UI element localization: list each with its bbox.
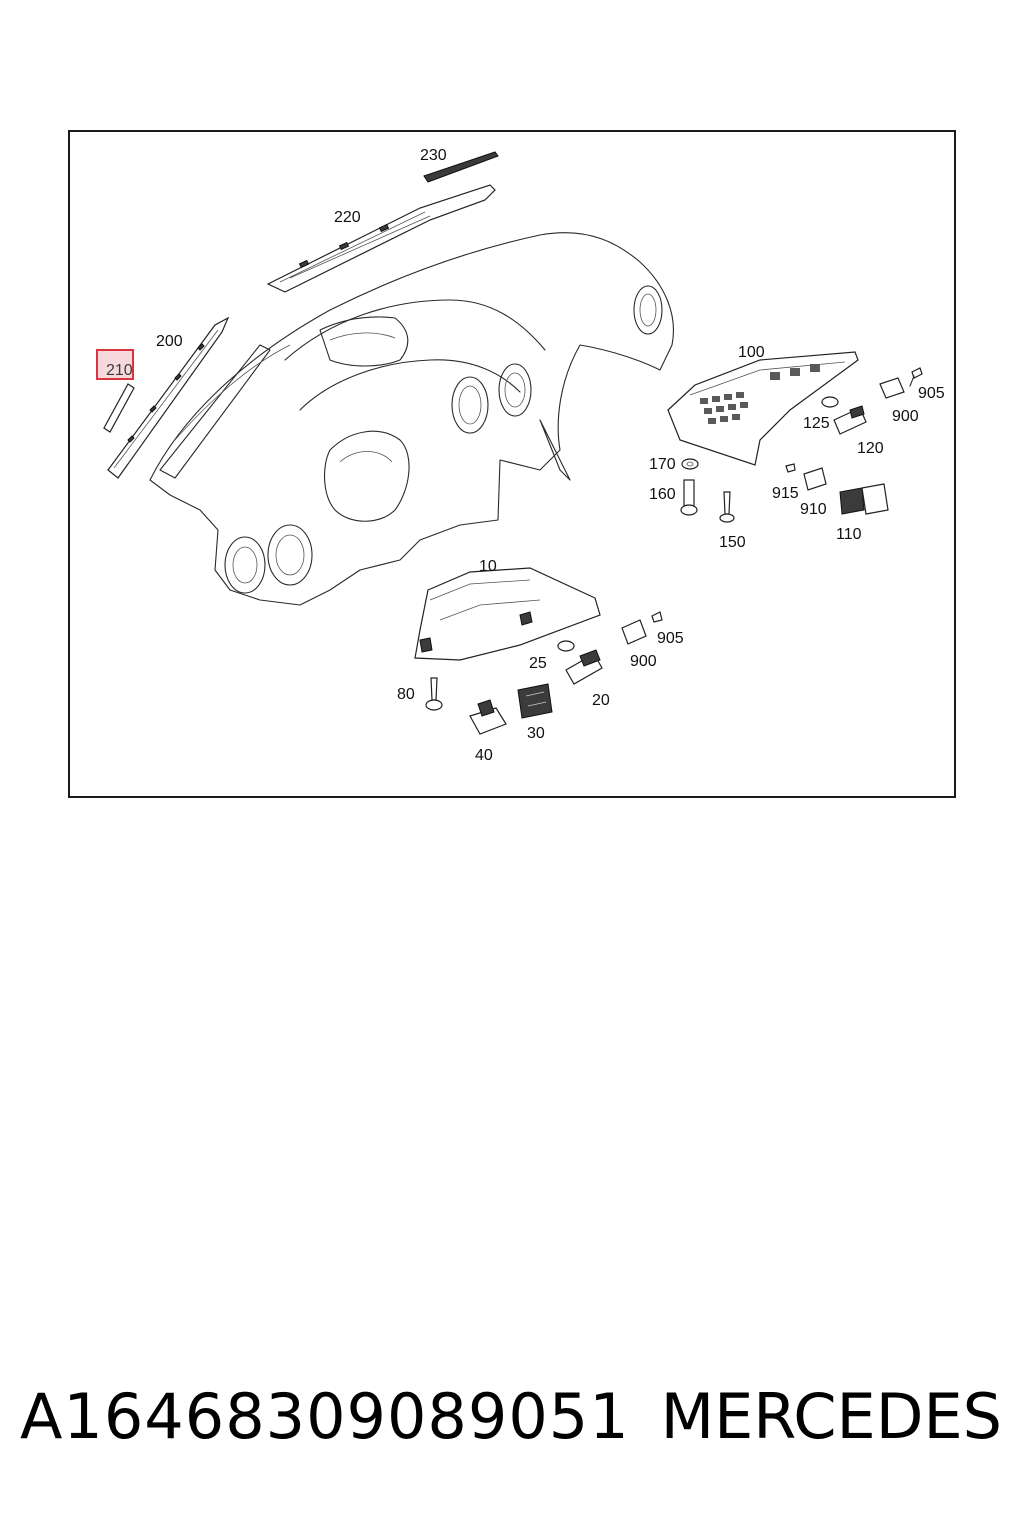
- part-10-glovebox: [414, 567, 601, 661]
- part-200-side-vent: [107, 316, 230, 479]
- part-220-defroster-vent: [266, 184, 496, 293]
- label-915: 915: [772, 485, 799, 502]
- label-100: 100: [738, 344, 765, 361]
- label-905-upper: 905: [918, 385, 945, 402]
- label-160: 160: [649, 486, 676, 503]
- part-915-screw: [785, 463, 796, 473]
- label-10: 10: [479, 558, 497, 575]
- part-905-screw-lower: [651, 611, 663, 623]
- label-20: 20: [592, 692, 610, 709]
- label-30: 30: [527, 725, 545, 742]
- label-900-lower: 900: [630, 653, 657, 670]
- brand-name: MERCEDES: [660, 1380, 1002, 1453]
- label-110: 110: [836, 526, 862, 543]
- label-220: 220: [334, 209, 361, 226]
- label-40: 40: [475, 747, 493, 764]
- part-910-clip: [803, 467, 827, 491]
- label-80: 80: [397, 686, 415, 703]
- part-905-screw-upper: [909, 367, 923, 387]
- part-900-clip-upper: [879, 377, 905, 399]
- highlight-box-210: [96, 349, 134, 380]
- part-120-switch: [833, 405, 867, 435]
- label-910: 910: [800, 501, 827, 518]
- label-200: 200: [156, 333, 183, 350]
- label-170: 170: [649, 456, 676, 473]
- part-160-bolt: [680, 479, 698, 516]
- part-30-connector: [517, 683, 553, 719]
- part-125-bulb: [821, 396, 839, 408]
- part-100-panel-assembly: [667, 351, 859, 466]
- part-20-switch: [565, 649, 603, 685]
- label-150: 150: [719, 534, 746, 551]
- label-900-upper: 900: [892, 408, 919, 425]
- footer: A16468309089051 MERCEDES: [0, 1380, 1024, 1480]
- part-110-switch: [839, 483, 889, 515]
- dashboard-panel: [149, 232, 674, 606]
- label-210: 210: [106, 362, 133, 379]
- label-25: 25: [529, 655, 547, 672]
- part-170-washer: [681, 458, 699, 470]
- part-40-latch: [469, 699, 507, 735]
- part-210-thin-strip: [103, 383, 135, 433]
- part-80-screw: [425, 677, 443, 711]
- label-905-lower: 905: [657, 630, 684, 647]
- label-125: 125: [803, 415, 830, 432]
- label-120: 120: [857, 440, 884, 457]
- part-900-clip-lower: [621, 619, 647, 645]
- label-230: 230: [420, 147, 447, 164]
- part-150-screw: [719, 491, 735, 523]
- part-230-trim-strip: [423, 151, 499, 183]
- part-25-bulb: [557, 640, 575, 652]
- part-number: A16468309089051: [20, 1380, 630, 1453]
